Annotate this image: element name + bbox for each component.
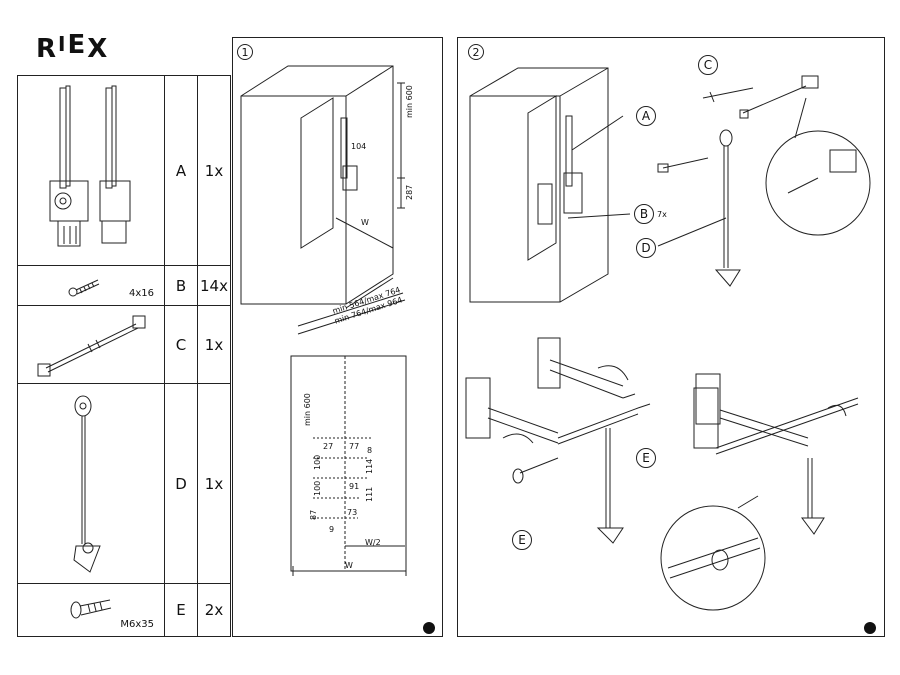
parts-table: A 1x 4x16 B 14x C 1x D 1x bbox=[17, 75, 231, 637]
part-b-letter: B bbox=[165, 266, 198, 305]
callout-a: A bbox=[636, 106, 656, 126]
plan-dim-100-a: 100 bbox=[313, 454, 322, 470]
part-e-quantity: 2x bbox=[204, 601, 224, 619]
plan-dim-w-half: W/2 bbox=[365, 538, 381, 547]
part-a-letter: A bbox=[165, 76, 198, 265]
next-page-icon-2 bbox=[864, 622, 876, 634]
part-a-picture bbox=[18, 76, 165, 265]
bolt-icon bbox=[70, 599, 112, 619]
plan-dim-8: 8 bbox=[367, 446, 373, 455]
part-e-letter: E bbox=[165, 584, 198, 636]
logo-letter-r: R bbox=[36, 34, 59, 64]
step-1-panel: 1 104 min 600 287 W min 564/max 764 min … bbox=[232, 37, 443, 637]
plan-dim-9: 9 bbox=[329, 525, 335, 534]
part-a-quantity: 1x bbox=[204, 161, 224, 180]
part-d-quantity: 1x bbox=[204, 474, 224, 493]
callout-e-left: E bbox=[512, 530, 532, 550]
logo-letter-x: X bbox=[87, 34, 110, 64]
part-d-picture bbox=[18, 384, 165, 583]
screw-icon bbox=[68, 279, 100, 297]
plan-dim-91: 91 bbox=[349, 482, 360, 491]
callout-e-right: E bbox=[636, 448, 656, 468]
part-e-picture: M6x35 bbox=[18, 584, 165, 636]
part-row-e: M6x35 E 2x bbox=[18, 584, 230, 636]
dim-287: 287 bbox=[405, 184, 414, 200]
part-row-b: 4x16 B 14x bbox=[18, 266, 230, 306]
part-row-c: C 1x bbox=[18, 306, 230, 384]
part-c-letter: C bbox=[165, 306, 198, 383]
part-c-picture bbox=[18, 306, 165, 383]
assembly-drawing bbox=[465, 67, 871, 611]
part-b-quantity: 14x bbox=[200, 276, 228, 295]
callout-b: B bbox=[634, 204, 654, 224]
step-2-number: 2 bbox=[468, 44, 484, 60]
part-b-picture: 4x16 bbox=[18, 266, 165, 305]
dim-w: W bbox=[361, 218, 369, 227]
part-b-size: 4x16 bbox=[128, 288, 154, 299]
step-1-number: 1 bbox=[237, 44, 253, 60]
plan-dim-min-600: min 600 bbox=[303, 393, 312, 426]
brand-logo: RIEX bbox=[36, 30, 110, 64]
part-c-quantity: 1x bbox=[204, 335, 224, 354]
part-e-size: M6x35 bbox=[120, 619, 154, 630]
callout-c: C bbox=[698, 55, 718, 75]
dim-104: 104 bbox=[351, 142, 367, 151]
logo-letter-i: I bbox=[58, 32, 68, 56]
next-page-icon bbox=[423, 622, 435, 634]
lift-mechanism-illustration bbox=[49, 85, 131, 247]
plan-dim-73: 73 bbox=[347, 508, 358, 517]
callout-b-quantity: 7x bbox=[657, 210, 667, 219]
dim-min-600: min 600 bbox=[405, 85, 414, 118]
pull-rod-handle-icon bbox=[73, 395, 101, 573]
step-2-panel: 2 bbox=[457, 37, 885, 637]
part-d-letter: D bbox=[165, 384, 198, 583]
cabinet-dimension-drawing bbox=[240, 65, 407, 576]
part-row-a: A 1x bbox=[18, 76, 230, 266]
plan-dim-w: W bbox=[345, 561, 353, 570]
plan-dim-87: 87 bbox=[309, 509, 318, 520]
plan-dim-77: 77 bbox=[349, 442, 360, 451]
plan-dim-111: 111 bbox=[365, 486, 374, 502]
plan-dim-27: 27 bbox=[323, 442, 334, 451]
part-row-d: D 1x bbox=[18, 384, 230, 584]
logo-letter-e: E bbox=[67, 30, 88, 60]
callout-d: D bbox=[636, 238, 656, 258]
rod-icon bbox=[37, 315, 146, 377]
plan-dim-100-b: 100 bbox=[313, 480, 322, 496]
plan-dim-114: 114 bbox=[365, 458, 374, 474]
